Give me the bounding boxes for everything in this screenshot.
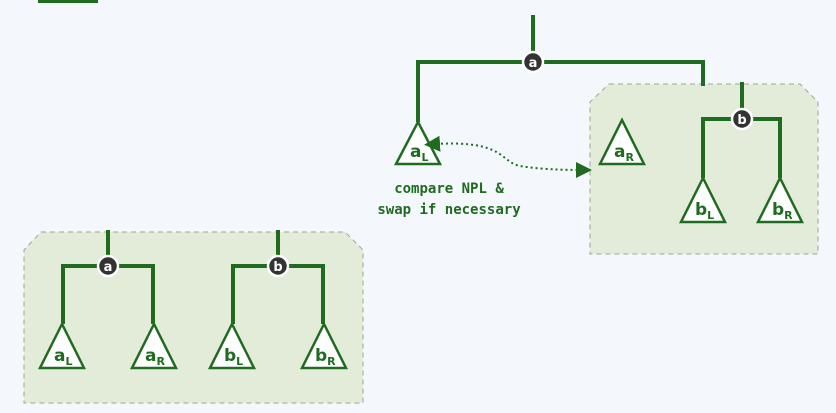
swap-arrow [424,135,592,178]
subtree-a-left: aL [37,321,87,370]
subtree-b-left: bL [207,321,257,370]
node-b: b [266,254,290,278]
caption-line-1: compare NPL & [394,181,504,197]
subtree-a-right: aR [129,321,179,370]
original-heaps-panel: aL aR a bL bR b [23,230,364,404]
node-b-circle [266,254,290,278]
merged-node-a-label: a [529,56,538,71]
panel-background [23,231,364,404]
edge-merged-root-children [416,60,705,122]
triangle-a-right [129,321,179,370]
label-merged-b-left: bL [695,200,714,222]
node-a-label: a [104,260,113,275]
merged-node-a: a [521,50,545,74]
merged-node-b-circle [730,107,754,131]
label-merged-a-right: aR [614,142,634,164]
triangle-merged-a-right [597,117,647,166]
merged-subtree-a-right: aR [597,117,647,166]
node-b-label: b [273,260,282,275]
label-a-right: aR [145,346,165,368]
triangle-a-left [37,321,87,370]
node-a: a [96,254,120,278]
label-b-left: bL [224,346,243,368]
merged-node-b: b [730,107,754,131]
triangle-merged-b-right [755,175,805,224]
merged-node-a-circle [521,50,545,74]
merged-node-b-label: b [737,113,746,128]
caption-line-2: swap if necessary [377,202,521,218]
merged-subtree-b-left: bL [678,175,728,224]
merged-heap: aL aR bL bR a b compare NPL & [377,15,819,255]
subtree-b-right: bR [299,321,349,370]
label-a-left: aL [54,346,73,368]
triangle-b-right [299,321,349,370]
merged-subtree-b-right: bR [755,175,805,224]
merged-subtree-a-left: aL [393,119,443,166]
triangle-merged-b-left [678,175,728,224]
node-a-circle [96,254,120,278]
triangle-b-left [207,321,257,370]
top-bar-fragment [38,0,98,3]
heap-b: bL bR b [207,230,349,370]
label-merged-b-right: bR [772,200,793,222]
label-b-right: bR [315,346,336,368]
heap-a: aL aR a [37,230,179,370]
